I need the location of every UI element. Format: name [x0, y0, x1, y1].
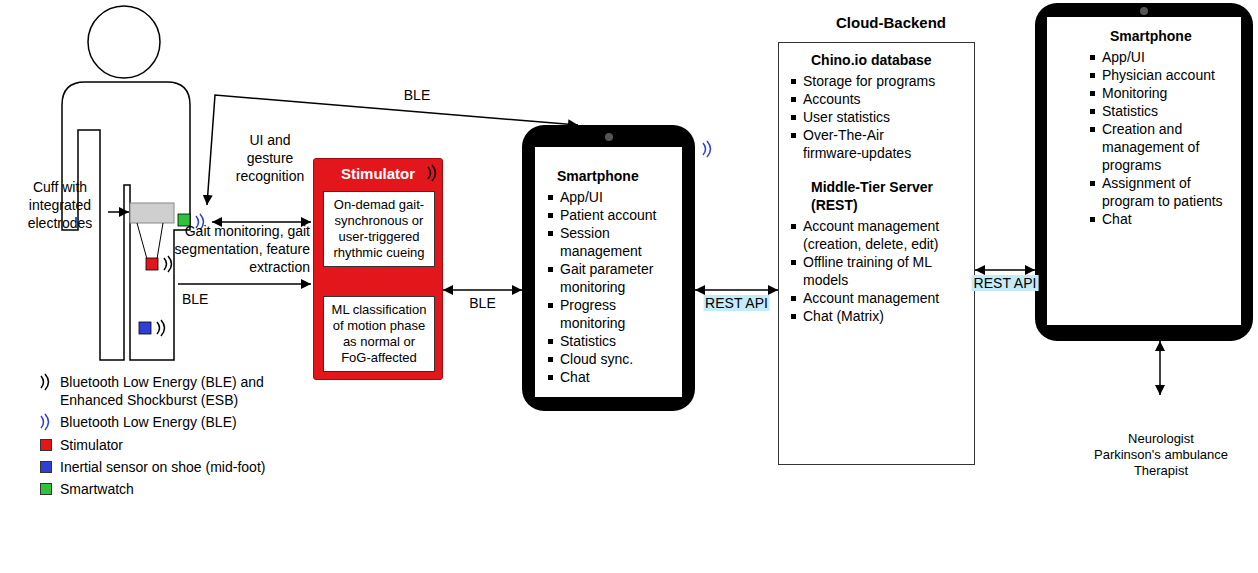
- bullet-item: Account management (creation, delete, ed…: [791, 217, 940, 253]
- bullet-item: App/UI: [548, 188, 676, 206]
- radio-symbol: [164, 256, 172, 272]
- radio-symbol: [428, 165, 436, 181]
- legend-item: Smartwatch: [36, 480, 326, 520]
- cloud-fill: [715, 455, 798, 538]
- cloud-outline: [819, 454, 903, 538]
- node-text: Parkinson's ambulance: [1077, 447, 1245, 463]
- annotation-label: Gait monitoring, gait segmentation, feat…: [166, 222, 310, 276]
- legend-swatch: [40, 439, 52, 451]
- phone-screen: SmartphoneApp/UIPhysician accountMonitor…: [1047, 17, 1241, 325]
- cloud-fill: [925, 455, 1008, 538]
- bullet-item: User statistics: [791, 108, 940, 126]
- function-box: ML classification of motion phase as nor…: [323, 296, 435, 372]
- annotation-label: Cuff with integrated electrodes: [14, 178, 106, 232]
- annotation-label: UI and gesture recognition: [228, 131, 312, 185]
- legend-symbol: [38, 373, 54, 391]
- smartphone: SmartphoneApp/UIPhysician accountMonitor…: [1035, 3, 1253, 341]
- section-heading: Smartphone: [557, 167, 676, 185]
- node-text: ML classification of motion phase as nor…: [328, 302, 430, 366]
- cuff-wire: [157, 223, 163, 259]
- legend-text: Stimulator: [60, 436, 320, 454]
- section-heading: Middle-Tier Server (REST): [811, 178, 968, 214]
- cloud-outline: [767, 454, 851, 538]
- stimulator-device: [146, 258, 158, 270]
- gait-link: [178, 283, 311, 285]
- bullet-item: Gait parameter monitoring: [548, 260, 676, 296]
- person-head: [88, 6, 160, 78]
- cuff-wire: [137, 223, 147, 259]
- bullet-item: App/UI: [1090, 48, 1235, 66]
- radio-symbol: [426, 163, 440, 183]
- connector-arrow: [695, 289, 778, 291]
- smartphone: SmartphoneApp/UIPatient accountSession m…: [522, 125, 695, 411]
- connector-label: REST API: [703, 295, 770, 311]
- legend-text: Smartwatch: [60, 480, 320, 498]
- bullet-item: Creation and management of programs: [1090, 120, 1235, 174]
- radio-symbol: [41, 414, 49, 430]
- legend-symbol: [38, 413, 54, 431]
- annotation-label: BLE: [182, 290, 222, 308]
- bullet-item: Patient account: [548, 206, 676, 224]
- node-text: Neurologist: [1077, 431, 1245, 447]
- connector-label: BLE: [467, 295, 497, 311]
- radio-symbol: [41, 374, 49, 390]
- bullet-item: Storage for programs: [791, 72, 940, 90]
- legend-swatch: [40, 483, 52, 495]
- connector-arrow: [975, 269, 1035, 271]
- bullet-item: Offline training of ML models: [791, 253, 940, 289]
- node-text: On-demad gait-synchronous or user-trigge…: [328, 197, 430, 261]
- server-box: Chino.io databaseStorage for programsAcc…: [778, 42, 975, 465]
- cloud-outline: [924, 454, 1008, 538]
- clinic-cross: NeurologistParkinson's ambulanceTherapis…: [1077, 395, 1245, 573]
- section-heading: Smartphone: [1110, 27, 1235, 45]
- bullet-item: Progress monitoring: [548, 296, 676, 332]
- bullet-item: Chat: [1090, 210, 1235, 228]
- connector-arrow: [1159, 341, 1161, 395]
- phone-camera: [1140, 7, 1148, 15]
- bullet-item: Chat (Matrix): [791, 307, 940, 325]
- cuff-pointer: [108, 211, 129, 213]
- radio-symbol: [703, 141, 711, 157]
- cloud-fill: [767, 455, 850, 538]
- bullet-item: Assignment of program to patients: [1090, 174, 1235, 210]
- cross-outline: [1078, 396, 1245, 573]
- bullet-item: Cloud sync.: [548, 350, 676, 368]
- bullet-item: Statistics: [548, 332, 676, 350]
- node-text: Cloud-Backend: [808, 14, 974, 32]
- bullet-item: Monitoring: [1090, 84, 1235, 102]
- connector-arrow: [443, 289, 522, 291]
- node-text: Therapist: [1077, 463, 1245, 479]
- legend-swatch: [40, 461, 52, 473]
- phone-screen: SmartphoneApp/UIPatient accountSession m…: [535, 147, 682, 397]
- connector-label: REST API: [972, 275, 1039, 291]
- inertial-sensor: [139, 322, 151, 334]
- bullet-item: Over-The-Air firmware-updates: [791, 126, 940, 162]
- electrode-cuff: [130, 203, 174, 223]
- node-text: Stimulator: [314, 159, 442, 183]
- bullet-item: Session management: [548, 224, 676, 260]
- gesture-link: [212, 221, 311, 223]
- section-heading: Chino.io database: [811, 51, 968, 69]
- bullet-item: Physician account: [1090, 66, 1235, 84]
- legend-text: Bluetooth Low Energy (BLE): [60, 413, 320, 431]
- function-box: On-demad gait-synchronous or user-trigge…: [323, 191, 435, 267]
- cross-shape: [1077, 395, 1245, 573]
- stimulator-box: StimulatorOn-demad gait-synchronous or u…: [313, 158, 443, 380]
- cloud-fill: [872, 455, 955, 538]
- legend-item: Bluetooth Low Energy (BLE) and Enhanced …: [36, 373, 271, 413]
- cloud-outline: [872, 454, 956, 538]
- annotation-label: BLE: [392, 86, 442, 104]
- cloud-outline: [714, 454, 798, 538]
- cloud-backend: Cloud-BackendChino.io databaseStorage fo…: [712, 0, 1010, 540]
- cloud-fill: [820, 455, 903, 538]
- bullet-item: Accounts: [791, 90, 940, 108]
- bullet-item: Statistics: [1090, 102, 1235, 120]
- radio-symbol: [157, 320, 165, 336]
- legend-text: Inertial sensor on shoe (mid-foot): [60, 458, 320, 476]
- bullet-item: Account management: [791, 289, 940, 307]
- legend-text: Bluetooth Low Energy (BLE) and Enhanced …: [60, 373, 265, 409]
- bullet-item: Chat: [548, 368, 676, 386]
- phone-camera: [605, 133, 613, 141]
